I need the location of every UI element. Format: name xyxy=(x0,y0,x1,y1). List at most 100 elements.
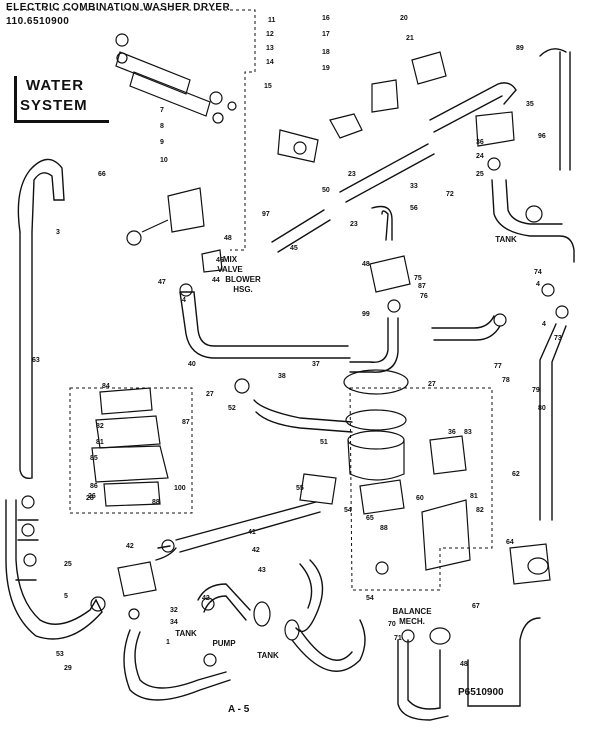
label-mix: MIX xyxy=(223,255,238,264)
part-number-label: 48 xyxy=(460,661,468,668)
part-number-label: 66 xyxy=(98,171,106,178)
part-number-label: 11 xyxy=(268,17,276,24)
section-title-line-2: SYSTEM xyxy=(20,97,88,114)
part-number-label: 83 xyxy=(464,429,472,436)
part-number-label: 46 xyxy=(216,257,224,264)
part-number-label: 40 xyxy=(188,361,196,368)
part-number-label: 52 xyxy=(228,405,236,412)
diagram-title: ELECTRIC COMBINATION WASHER DRYER xyxy=(6,2,231,13)
part-number-label: 1 xyxy=(166,639,170,646)
part-number-label: 5 xyxy=(64,593,68,600)
label-valve: VALVE xyxy=(217,265,243,274)
part-number-label: 64 xyxy=(506,539,514,546)
part-number-label: 34 xyxy=(170,619,178,626)
part-number-label: 36 xyxy=(476,139,484,146)
part-number-label: 100 xyxy=(174,485,186,492)
part-number-label: 86 xyxy=(90,483,98,490)
part-number-label: 32 xyxy=(170,607,178,614)
part-number-label: 77 xyxy=(494,363,502,370)
part-number-label: 73 xyxy=(554,335,562,342)
part-number-label: 4 xyxy=(182,297,186,304)
label-tank-bottom: TANK xyxy=(257,651,279,660)
mechanical-parts xyxy=(21,33,569,667)
label-mech: MECH. xyxy=(399,617,425,626)
part-number-label: 7 xyxy=(160,107,164,114)
part-number-label: 35 xyxy=(526,101,534,108)
part-number-label: 74 xyxy=(534,269,542,276)
part-number-label: 62 xyxy=(512,471,520,478)
part-number-label: 75 xyxy=(414,275,422,282)
label-balance: BALANCE xyxy=(392,607,432,616)
part-number-label: 28 xyxy=(86,495,94,502)
part-number-callouts: 7891011121314151617181920218935369624257… xyxy=(32,15,562,672)
part-number-label: 14 xyxy=(266,59,274,66)
part-number-label: 42 xyxy=(202,595,210,602)
part-number-label: 19 xyxy=(322,65,330,72)
part-number-label: 56 xyxy=(410,205,418,212)
label-tank-right: TANK xyxy=(495,235,517,244)
part-number-label: 97 xyxy=(262,211,270,218)
drawing-number: P6510900 xyxy=(458,687,504,698)
hoses-and-pipes xyxy=(5,48,575,721)
part-number-label: 37 xyxy=(312,361,320,368)
part-number-label: 55 xyxy=(296,485,304,492)
part-number-label: 67 xyxy=(472,603,480,610)
part-number-label: 41 xyxy=(248,529,256,536)
part-number-label: 25 xyxy=(476,171,484,178)
part-number-label: 10 xyxy=(160,157,168,164)
part-number-label: 4 xyxy=(542,321,546,328)
part-number-label: 36 xyxy=(448,429,456,436)
part-number-label: 79 xyxy=(532,387,540,394)
section-title-line-1: WATER xyxy=(26,77,85,94)
part-number-label: 65 xyxy=(366,515,374,522)
part-number-label: 85 xyxy=(90,455,98,462)
part-number-label: 44 xyxy=(212,277,220,284)
part-number-label: 38 xyxy=(278,373,286,380)
part-number-label: 54 xyxy=(366,595,374,602)
part-number-label: 81 xyxy=(470,493,478,500)
part-number-label: 99 xyxy=(362,311,370,318)
part-number-label: 76 xyxy=(420,293,428,300)
model-number: 110.6510900 xyxy=(6,16,70,27)
part-number-label: 16 xyxy=(322,15,330,22)
part-number-label: 15 xyxy=(264,83,272,90)
part-number-label: 43 xyxy=(258,567,266,574)
part-number-label: 87 xyxy=(182,419,190,426)
part-number-label: 4 xyxy=(536,281,540,288)
label-blower: BLOWER xyxy=(225,275,261,284)
part-number-label: 54 xyxy=(344,507,352,514)
part-number-label: 25 xyxy=(64,561,72,568)
part-number-label: 17 xyxy=(322,31,330,38)
part-number-label: 27 xyxy=(206,391,214,398)
part-number-label: 51 xyxy=(320,439,328,446)
part-number-label: 20 xyxy=(400,15,408,22)
part-number-label: 13 xyxy=(266,45,274,52)
part-number-label: 42 xyxy=(252,547,260,554)
part-number-label: 42 xyxy=(126,543,134,550)
part-number-label: 23 xyxy=(350,221,358,228)
part-number-label: 48 xyxy=(362,261,370,268)
part-number-label: 33 xyxy=(410,183,418,190)
label-tank-pump-tank: TANK xyxy=(175,629,197,638)
part-number-label: 21 xyxy=(406,35,414,42)
part-number-label: 72 xyxy=(446,191,454,198)
part-number-label: 53 xyxy=(56,651,64,658)
part-number-label: 12 xyxy=(266,31,274,38)
part-number-label: 60 xyxy=(416,495,424,502)
dashed-group-outlines xyxy=(8,9,493,591)
part-number-label: 27 xyxy=(428,381,436,388)
part-number-label: 45 xyxy=(290,245,298,252)
part-number-label: 82 xyxy=(96,423,104,430)
label-hsg: HSG. xyxy=(233,285,253,294)
part-number-label: 88 xyxy=(152,499,160,506)
part-number-label: 9 xyxy=(160,139,164,146)
part-number-label: 23 xyxy=(348,171,356,178)
part-number-label: 47 xyxy=(158,279,166,286)
part-number-label: 88 xyxy=(380,525,388,532)
label-tank-pump-pump: PUMP xyxy=(212,639,236,648)
part-number-label: 48 xyxy=(224,235,232,242)
part-number-label: 81 xyxy=(96,439,104,446)
part-number-label: 18 xyxy=(322,49,330,56)
part-number-label: 80 xyxy=(538,405,546,412)
